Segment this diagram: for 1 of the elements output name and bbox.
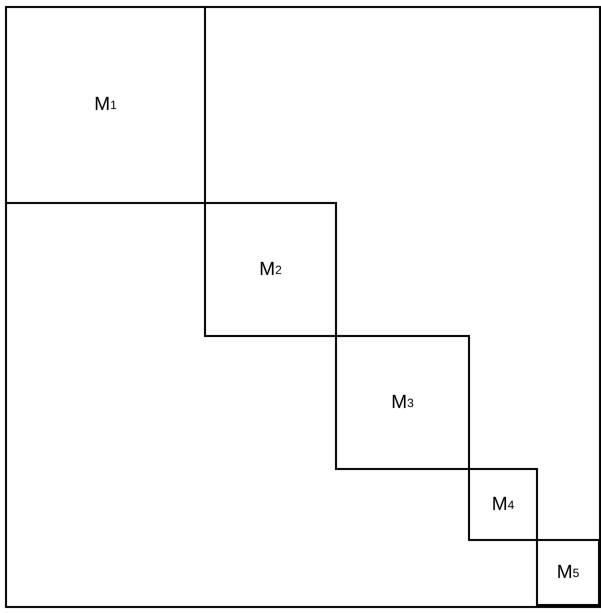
matrix-outline: [5, 6, 601, 608]
